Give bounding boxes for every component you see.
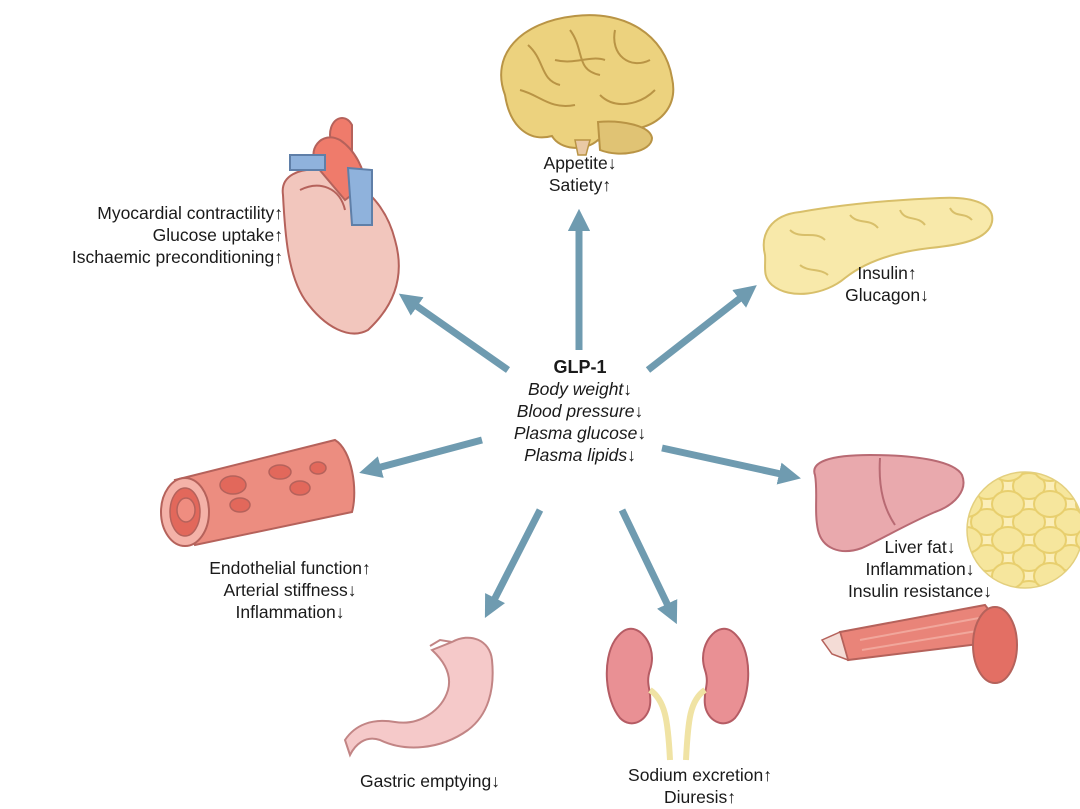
arrow-to-stomach	[490, 510, 540, 608]
kidney-effect: Diuresis↑	[585, 786, 815, 808]
brain-illustration	[501, 15, 673, 155]
kidney-effect: Sodium excretion↑	[585, 764, 815, 786]
brain-effect: Appetite↓	[480, 152, 680, 174]
glp1-title: GLP-1	[440, 356, 720, 378]
systemic-effect: Blood pressure↓	[440, 400, 720, 422]
pancreas-effect: Glucagon↓	[812, 284, 962, 306]
pancreas-effect: Insulin↑	[812, 262, 962, 284]
liver-effect: Liver fat↓	[810, 536, 1030, 558]
brain-effects: Appetite↓ Satiety↑	[480, 152, 680, 196]
heart-effects: Myocardial contractility↑ Glucose uptake…	[0, 202, 283, 268]
systemic-effect: Plasma glucose↓	[440, 422, 720, 444]
muscle-illustration	[822, 605, 1017, 683]
stomach-effects: Gastric emptying↓	[330, 770, 530, 792]
kidney-effects: Sodium excretion↑ Diuresis↑	[585, 764, 815, 808]
heart-effect: Myocardial contractility↑	[0, 202, 283, 224]
blood-vessel-effect: Endothelial function↑	[150, 557, 430, 579]
blood-vessel-effect: Inflammation↓	[150, 601, 430, 623]
blood-vessel-effects: Endothelial function↑ Arterial stiffness…	[150, 557, 430, 623]
blood-vessel-illustration	[161, 440, 354, 546]
heart-effect: Ischaemic preconditioning↑	[0, 246, 283, 268]
heart-illustration	[283, 118, 399, 334]
systemic-effect: Body weight↓	[440, 378, 720, 400]
blood-vessel-effect: Arterial stiffness↓	[150, 579, 430, 601]
systemic-effect: Plasma lipids↓	[440, 444, 720, 466]
pancreas-effects: Insulin↑ Glucagon↓	[812, 262, 962, 306]
liver-effect: Insulin resistance↓	[810, 580, 1030, 602]
stomach-illustration	[345, 638, 493, 755]
liver-effects: Liver fat↓ Inflammation↓ Insulin resista…	[810, 536, 1030, 602]
heart-effect: Glucose uptake↑	[0, 224, 283, 246]
liver-effect: Inflammation↓	[810, 558, 1030, 580]
brain-effect: Satiety↑	[480, 174, 680, 196]
arrow-to-kidney	[622, 510, 672, 614]
glp1-center-label: GLP-1 Body weight↓ Blood pressure↓ Plasm…	[440, 356, 720, 466]
stomach-effect: Gastric emptying↓	[330, 770, 530, 792]
kidney-illustration	[607, 629, 748, 760]
